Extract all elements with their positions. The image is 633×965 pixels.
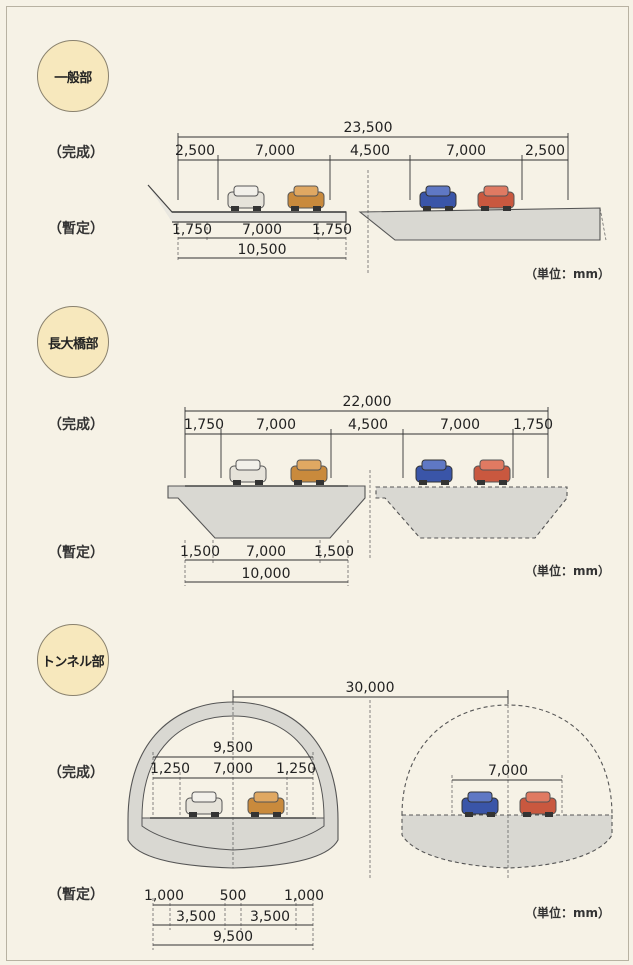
tunnel-right-invert [401, 814, 613, 869]
bridge-car-red [473, 459, 511, 485]
bridge-title-badge: 長大橋部 [37, 306, 109, 378]
general-car-blue [419, 185, 457, 211]
bridge-dim-lanes-right: 7,000 [440, 417, 480, 433]
bridge-provisional-girder [167, 485, 366, 539]
bridge-car-orange [290, 459, 328, 485]
general-provisional-label: （暫定） [48, 221, 104, 237]
bridge-car-white [229, 459, 267, 485]
bridge-prov-dim-right: 1,500 [314, 544, 354, 560]
tunnel-car-white [185, 791, 223, 817]
general-dim-lanes-left: 7,000 [255, 143, 295, 159]
general-dim-ticks [177, 133, 569, 200]
general-title: 一般部 [54, 70, 92, 86]
general-dim-shoulder-right: 2,500 [525, 143, 565, 159]
tunnel-provisional-label: （暫定） [48, 887, 104, 903]
bridge-dim-median: 4,500 [348, 417, 388, 433]
tunnel-unit: （単位：mm） [525, 906, 611, 920]
bridge-provisional-label: （暫定） [48, 545, 104, 561]
bridge-unit: （単位：mm） [525, 564, 611, 578]
figure-frame [6, 6, 629, 961]
general-complete-label: （完成） [48, 145, 104, 161]
tunnel-dim-span: 30,000 [346, 680, 395, 696]
general-prov-dim-left: 1,750 [172, 222, 212, 238]
general-car-orange [287, 185, 325, 211]
bridge-complete-label: （完成） [48, 417, 104, 433]
tunnel-car-red [519, 791, 557, 817]
general-unit: （単位：mm） [525, 267, 611, 281]
general-dim-lanes-right: 7,000 [446, 143, 486, 159]
tunnel-prov-dim-left: 1,000 [144, 888, 184, 904]
general-car-red [477, 185, 515, 211]
tunnel-prov-dim-lane-left: 3,500 [176, 909, 216, 925]
tunnel-complete-label: （完成） [48, 765, 104, 781]
bridge-dim-overall: 22,000 [343, 394, 392, 410]
tunnel-title-badge: トンネル部 [37, 624, 109, 696]
general-car-white [227, 185, 265, 211]
general-dim-overall: 23,500 [344, 120, 393, 136]
tunnel-car-blue [461, 791, 499, 817]
tunnel-car-orange [247, 791, 285, 817]
tunnel-dim-inner: 9,500 [213, 740, 253, 756]
general-dim-shoulder-left: 2,500 [175, 143, 215, 159]
general-dim-median: 4,500 [350, 143, 390, 159]
tunnel-dim-right: 1,250 [276, 761, 316, 777]
general-cross-section-diagram: 23,500 2,500 7,000 4,500 7,000 2,500 [147, 120, 607, 275]
tunnel-prov-dim-total: 9,500 [213, 929, 253, 945]
tunnel-title: トンネル部 [41, 654, 105, 670]
general-future-roadway [358, 207, 601, 241]
bridge-dim-ticks [184, 407, 549, 478]
general-title-badge: 一般部 [37, 40, 109, 112]
bridge-dim-shoulder-left: 1,750 [184, 417, 224, 433]
tunnel-dim-lanes: 7,000 [213, 761, 253, 777]
tunnel-prov-dim-lane-right: 3,500 [250, 909, 290, 925]
general-prov-dim-lanes: 7,000 [242, 222, 282, 238]
bridge-prov-dim-lanes: 7,000 [246, 544, 286, 560]
tunnel-prov-dim-median: 500 [220, 888, 247, 904]
tunnel-dim-left: 1,250 [150, 761, 190, 777]
general-prov-dim-total: 10,500 [238, 242, 287, 258]
bridge-dim-lanes-left: 7,000 [256, 417, 296, 433]
bridge-car-blue [415, 459, 453, 485]
tunnel-right-lining [401, 704, 613, 816]
bridge-title: 長大橋部 [47, 336, 99, 352]
bridge-dim-shoulder-right: 1,750 [513, 417, 553, 433]
tunnel-future-dim-lanes: 7,000 [488, 763, 528, 779]
general-prov-dim-right: 1,750 [312, 222, 352, 238]
bridge-cross-section-diagram: 22,000 1,750 7,000 4,500 7,000 1,750 [167, 394, 568, 586]
bridge-prov-dim-left: 1,500 [180, 544, 220, 560]
bridge-future-girder [375, 486, 568, 539]
tunnel-prov-dim-right: 1,000 [284, 888, 324, 904]
bridge-prov-dim-total: 10,000 [242, 566, 291, 582]
